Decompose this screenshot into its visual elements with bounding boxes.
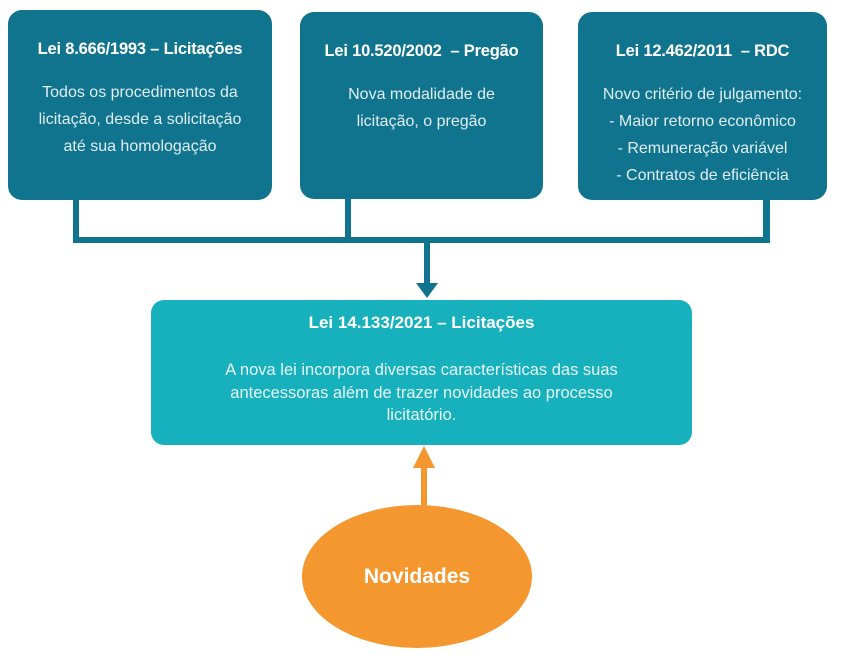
law-box-8666: Lei 8.666/1993 – Licitações Todos os pro… xyxy=(8,10,272,200)
up-arrow-icon xyxy=(413,446,435,468)
connector-horizontal-bar xyxy=(73,237,770,243)
law-box-12462-title: Lei 12.462/2011 – RDC xyxy=(615,42,790,60)
law-box-8666-body: Todos os procedimentos da licitação, des… xyxy=(38,84,242,155)
law-box-14133-body: A nova lei incorpora diversas caracterís… xyxy=(225,361,618,424)
novidades-label: Novidades xyxy=(363,564,471,588)
up-arrow-shaft xyxy=(421,466,427,506)
law-box-10520-body: Nova modalidade de licitação, o pregão xyxy=(348,86,495,130)
law-box-10520-title: Lei 10.520/2002 – Pregão xyxy=(324,42,519,60)
law-box-8666-title: Lei 8.666/1993 – Licitações xyxy=(37,40,243,58)
connector-right-drop xyxy=(763,198,770,240)
connector-left-drop xyxy=(73,198,79,240)
law-box-12462: Lei 12.462/2011 – RDC Novo critério de j… xyxy=(578,12,827,200)
novidades-ellipse: Novidades xyxy=(302,505,532,648)
law-box-14133: Lei 14.133/2021 – Licitações A nova lei … xyxy=(151,300,692,445)
down-arrow-shaft xyxy=(424,243,430,283)
connector-middle-drop xyxy=(345,197,351,240)
law-box-14133-title: Lei 14.133/2021 – Licitações xyxy=(308,313,535,332)
law-box-10520: Lei 10.520/2002 – Pregão Nova modalidade… xyxy=(300,12,543,199)
down-arrow-icon xyxy=(416,283,438,298)
law-box-12462-body: Novo critério de julgamento: - Maior ret… xyxy=(602,86,803,184)
